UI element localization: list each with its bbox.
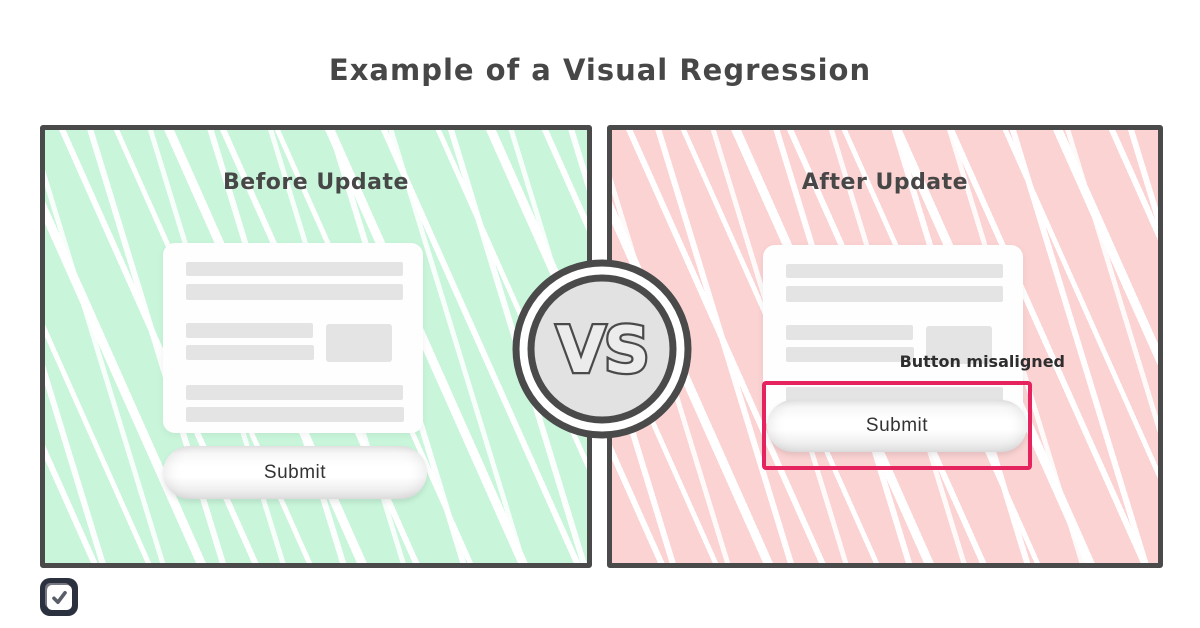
checklist-logo	[40, 578, 78, 616]
skeleton-line	[786, 387, 1003, 402]
submit-button-label: Submit	[865, 415, 929, 436]
skeleton-line	[186, 407, 404, 422]
skeleton-line	[186, 284, 403, 300]
skeleton-line	[786, 347, 914, 362]
submit-button-before[interactable]: Submit	[163, 446, 427, 499]
button-misaligned-annotation: Button misaligned	[899, 352, 1065, 371]
mock-form-card-after	[763, 245, 1023, 427]
skeleton-line	[786, 286, 1003, 302]
skeleton-block	[926, 326, 992, 364]
submit-button-label: Submit	[263, 461, 327, 483]
checklist-logo-card	[46, 584, 72, 610]
vs-inner-circle	[527, 274, 677, 424]
submit-button-after-misaligned[interactable]: Submit	[767, 400, 1027, 452]
skeleton-line	[786, 325, 913, 340]
vs-label: VS	[556, 314, 648, 388]
vs-badge: VS	[512, 259, 692, 439]
skeleton-line	[186, 262, 403, 276]
skeleton-line	[186, 345, 314, 360]
skeleton-block	[326, 324, 392, 362]
mock-form-card-before	[163, 243, 423, 433]
check-icon	[51, 590, 67, 604]
page-title: Example of a Visual Regression	[328, 53, 872, 87]
skeleton-line	[186, 385, 403, 400]
skeleton-line	[786, 264, 1003, 278]
skeleton-line	[186, 323, 313, 338]
